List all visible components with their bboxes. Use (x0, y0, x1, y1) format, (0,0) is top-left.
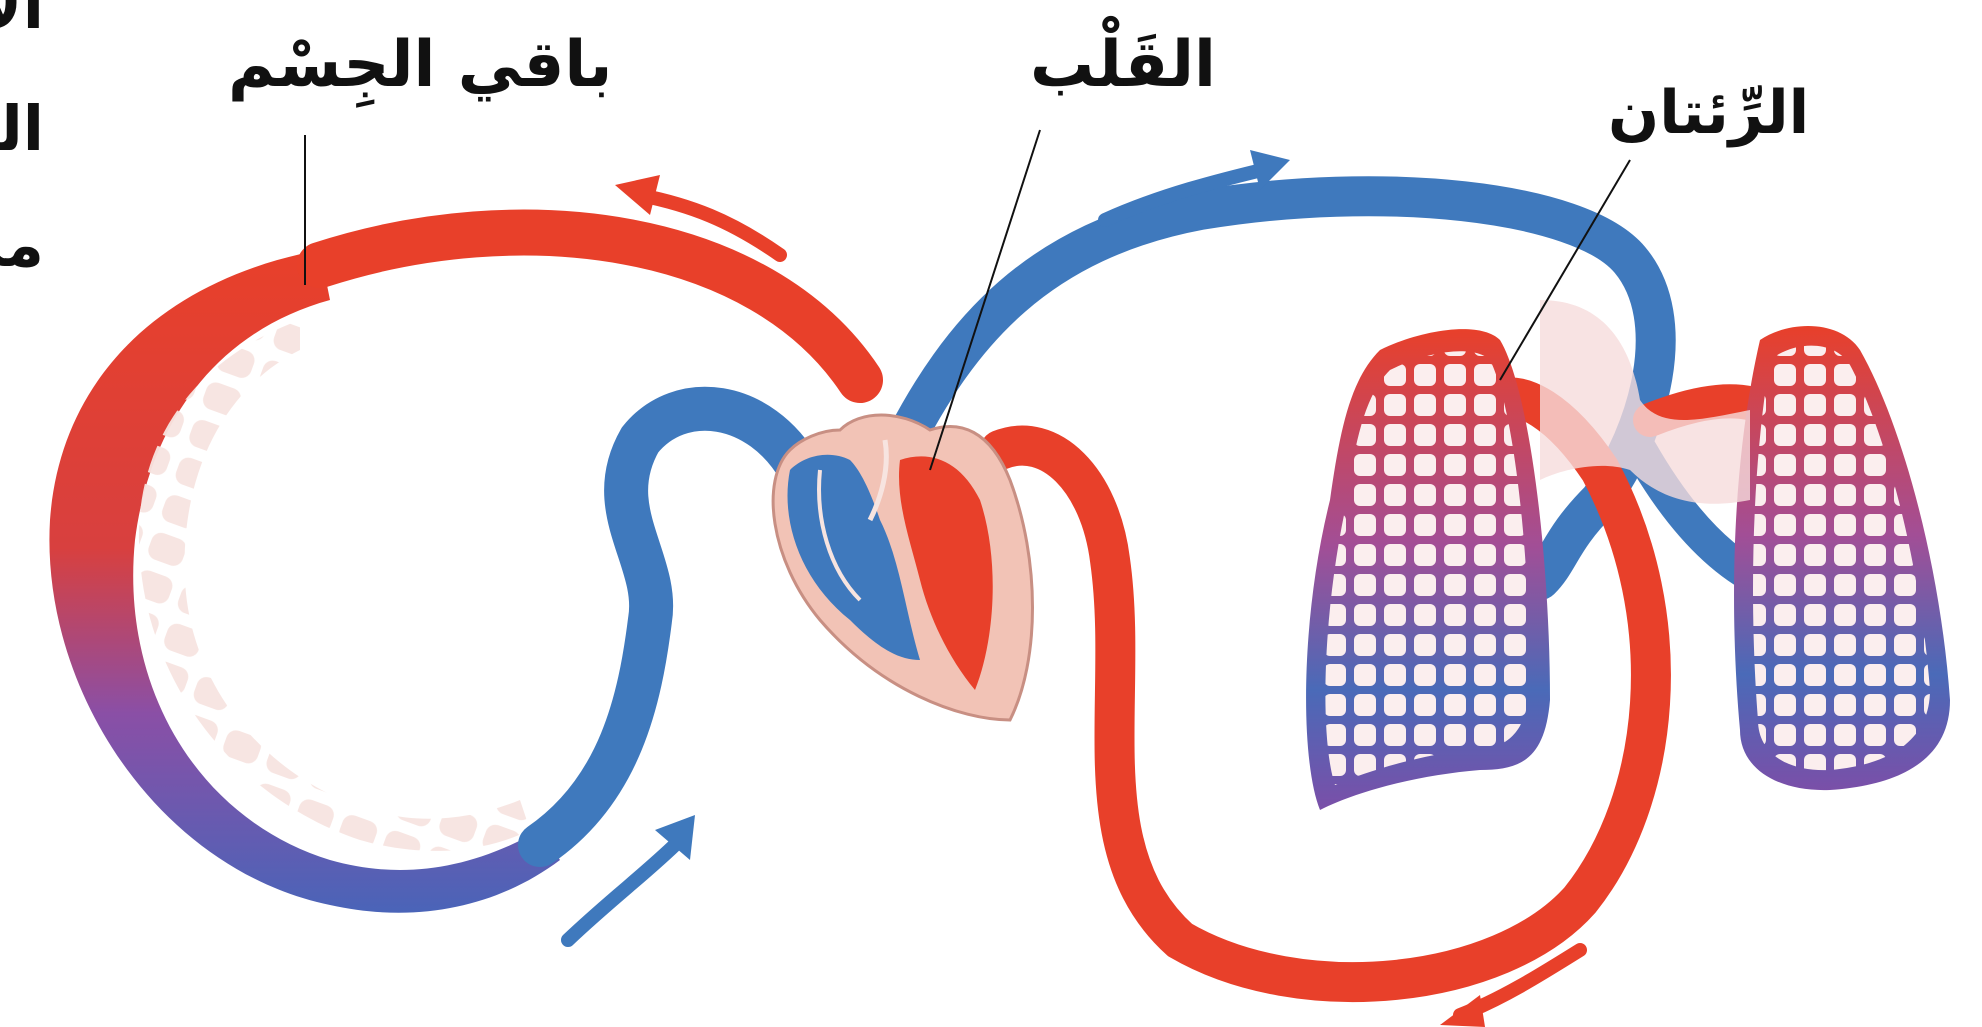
cut-off-text-line-2: الدَّ (0, 92, 44, 165)
label-heart: القَلْب (1030, 28, 1216, 102)
body-capillary-bed (49, 250, 560, 913)
right-lung (1734, 326, 1950, 790)
cut-off-text-line-3: منَ (0, 208, 44, 281)
left-lung (1306, 329, 1550, 810)
label-rest-of-body: باقي الجِسْم (228, 28, 612, 102)
cut-off-text-line-1: الأ (0, 0, 44, 43)
heart (773, 415, 1032, 720)
vein-from-body (540, 409, 800, 845)
label-lungs: الرِّئتان (1608, 78, 1809, 148)
